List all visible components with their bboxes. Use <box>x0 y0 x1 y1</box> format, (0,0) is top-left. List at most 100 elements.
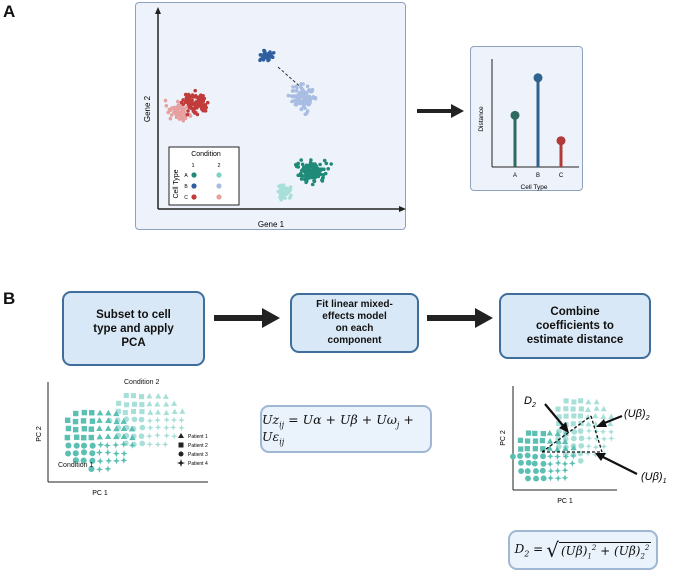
pca2-y-label: PC 2 <box>500 430 507 446</box>
condition-1-marker <box>112 441 120 449</box>
tick-label-C: C <box>559 173 564 179</box>
condition-2-marker <box>585 414 592 420</box>
condition-2-marker <box>593 435 600 443</box>
condition-1-marker <box>88 410 95 416</box>
cell-dot-4 <box>288 185 293 189</box>
legend-dot-a2 <box>216 172 222 178</box>
condition-2-marker <box>154 401 161 407</box>
step1-line1: Subset to cell <box>96 308 171 321</box>
condition-2-marker <box>163 424 170 432</box>
condition-2-marker <box>154 424 162 431</box>
panel-label-b: B <box>3 289 16 308</box>
bar-head-B <box>533 73 543 83</box>
condition-2-marker <box>599 428 607 435</box>
condition-2-marker <box>592 451 599 459</box>
condition-1-marker <box>81 434 87 441</box>
y-axis-label: Gene 2 <box>143 95 152 122</box>
step-subset-pca: Subset to cell type and apply PCA <box>62 291 205 366</box>
cell-dot-1 <box>187 105 192 110</box>
condition-2-marker <box>162 393 169 399</box>
condition-1-marker <box>104 465 112 473</box>
cell-dot-1 <box>201 108 206 113</box>
condition-2-marker <box>162 441 169 448</box>
bar-head-A <box>510 110 520 120</box>
cell-dot-3 <box>298 92 302 96</box>
condition-2-marker <box>163 401 170 407</box>
cell-dot-3 <box>291 85 295 89</box>
condition-1-marker <box>524 452 531 459</box>
condition-1-marker <box>80 418 87 424</box>
condition-2-marker <box>577 413 583 419</box>
y-axis-arrow-icon <box>155 7 161 14</box>
condition-2-marker <box>571 435 577 442</box>
cell-dot-1 <box>195 112 200 117</box>
legend-condition-1: 1 <box>191 163 194 169</box>
condition-1-marker <box>81 409 88 416</box>
condition-1-marker <box>547 474 554 482</box>
condition-1-marker <box>525 430 532 436</box>
condition-1-marker <box>532 438 539 444</box>
legend-dot-b2 <box>216 183 222 189</box>
condition-2-marker <box>139 402 145 408</box>
condition-2-marker <box>585 427 593 435</box>
step1-line2: type and apply <box>93 322 174 335</box>
arrow-head-icon <box>595 453 606 461</box>
cell-dot-5 <box>311 162 315 166</box>
condition-1-marker <box>113 433 120 440</box>
condition-2-marker <box>607 420 614 427</box>
cell-dot-5 <box>314 164 318 168</box>
condition-2-marker <box>556 421 562 427</box>
cell-dot-5 <box>314 167 319 171</box>
condition-1-marker <box>96 433 103 440</box>
condition-2-marker <box>171 400 178 406</box>
gene-scatter-plot: Gene 1 Gene 2 Condition 1 2 Cell Type A … <box>143 7 406 229</box>
condition-1-marker <box>554 459 562 467</box>
condition-1-marker <box>570 444 577 451</box>
condition-2-marker <box>139 394 145 400</box>
condition-1-marker <box>517 453 523 459</box>
condition-1-marker <box>96 409 104 416</box>
condition-1-marker <box>546 429 553 436</box>
legend-header: Condition <box>191 151 221 158</box>
step-combine-coefficients: Combine coefficients to estimate distanc… <box>499 293 651 359</box>
patient-legend: Patient 1 Patient 2 Patient 3 Patient 4 <box>177 433 208 467</box>
condition-1-marker <box>81 425 88 432</box>
cell-dot-0 <box>177 112 182 116</box>
cell-dot-0 <box>172 107 176 112</box>
condition-1-marker <box>73 410 79 417</box>
step2-line2: effects model <box>322 311 387 322</box>
cell-dot-5 <box>329 162 333 166</box>
cell-dot-0 <box>188 114 193 118</box>
condition-1-marker <box>89 442 96 449</box>
cell-dot-5 <box>322 158 327 163</box>
condition-1-marker <box>72 418 79 425</box>
condition-2-marker <box>593 405 600 411</box>
condition-1-marker <box>539 467 546 474</box>
condition-1-marker <box>105 425 112 431</box>
cell-dot-5 <box>306 175 311 179</box>
cell-dot-5 <box>303 177 307 182</box>
condition-1-marker <box>65 442 72 449</box>
legend-row-a: A <box>184 173 188 179</box>
cell-dot-3 <box>307 88 312 93</box>
condition-2-marker <box>592 443 600 451</box>
condition-1-marker <box>120 456 128 464</box>
condition-1-marker <box>128 425 136 432</box>
condition-2-marker <box>139 424 146 431</box>
condition-1-marker <box>525 475 531 482</box>
cell-dot-2 <box>262 48 266 53</box>
cell-dot-4 <box>289 193 293 198</box>
pca-scatter-plot: Condition 2 Condition 1 PC 1 PC 2 Patien… <box>36 379 208 497</box>
condition-1-marker <box>539 437 546 444</box>
cell-dot-4 <box>278 183 283 188</box>
legend-row-c: C <box>184 195 188 201</box>
condition-2-marker <box>578 406 584 412</box>
cell-dot-3 <box>301 82 305 86</box>
cell-dot-1 <box>202 96 207 101</box>
cell-dot-3 <box>308 99 312 103</box>
condition-1-marker <box>88 465 95 473</box>
condition-2-marker <box>154 409 161 415</box>
condition-1-marker <box>80 442 88 449</box>
condition-1-marker <box>540 453 546 460</box>
cell-dot-3 <box>286 93 291 98</box>
